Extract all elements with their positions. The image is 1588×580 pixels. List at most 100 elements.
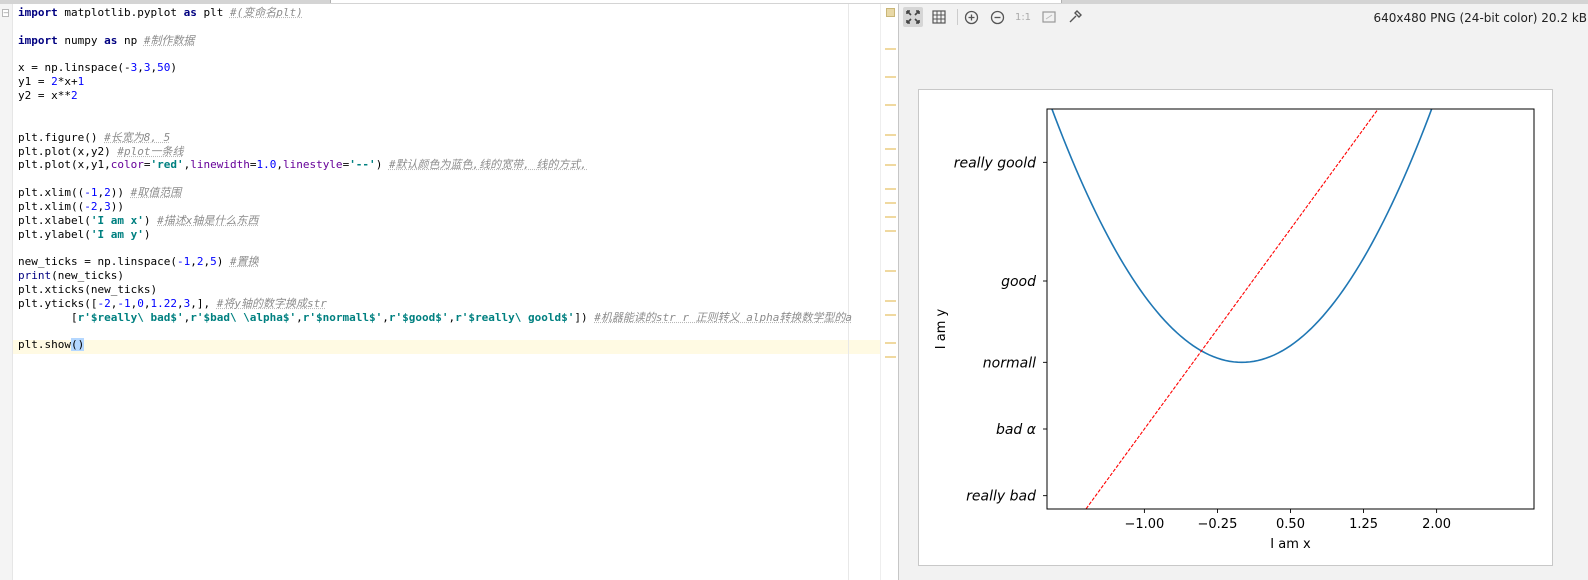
code-token: 0 [137,296,144,310]
code-token: , [97,199,105,213]
fold-marker-icon[interactable]: − [2,9,9,17]
code-token: 3 [183,296,191,310]
code-token: ) [216,255,230,269]
stripe-mark[interactable] [885,300,896,302]
code-token: 50 [157,61,171,75]
code-line[interactable]: plt.xlabel('I am x') #描述x轴是什么东西 [18,214,258,228]
code-token: 3 [130,61,138,75]
stripe-mark[interactable] [885,342,896,344]
code-token: -2 [97,296,111,310]
stripe-mark[interactable] [885,216,896,218]
fit-screen-icon[interactable] [903,7,923,27]
stripe-mark[interactable] [885,104,896,106]
code-token: color [110,158,144,172]
code-token: -1 [176,255,191,269]
axes-frame [1046,108,1535,510]
stripe-mark[interactable] [885,202,896,204]
code-line[interactable]: plt.plot(x,y2) #plot一条线 [18,145,183,159]
zoom-out-icon[interactable] [987,7,1007,27]
x-axis-label: I am x [1270,537,1311,552]
code-token: ) [143,213,158,227]
code-token: plt.xlim(( [18,199,85,213]
code-token: print [18,269,52,283]
code-line[interactable]: plt.figure() #长宽为8, 5 [18,131,170,145]
y-axis-label: I am y [934,308,949,349]
code-token: plt.show [18,338,71,352]
code-line[interactable]: plt.yticks([-2,-1,0,1.22,3,], #将y轴的数字换成s… [18,297,327,311]
code-line[interactable]: plt.xlim((-1,2)) #取值范围 [18,186,181,200]
x-tick-label: 2.00 [1422,517,1451,532]
code-token: plt [196,6,230,19]
code-token: r'$good$' [388,310,449,324]
code-token: plt.plot(x,y2) [18,144,118,158]
code-token: r'$really\ goold$' [455,310,575,324]
stripe-mark[interactable] [885,270,896,272]
code-line[interactable]: [r'$really\ bad$',r'$bad\ \alpha$',r'$no… [18,311,852,325]
code-token: r'$bad\ \alpha$' [190,310,297,324]
code-token: , [176,296,184,310]
code-token: #将y轴的数字换成str [216,296,327,310]
code-token: 1 [77,75,85,89]
stripe-mark[interactable] [885,188,896,190]
code-editor[interactable]: − import matplotlib.pyplot as plt #(变命名p… [0,4,898,580]
code-token: np [117,33,144,47]
stripe-mark[interactable] [885,356,896,358]
x-tick-label: 1.25 [1349,517,1378,532]
code-line[interactable]: x = np.linspace(-3,3,50) [18,61,177,75]
stripe-mark[interactable] [885,148,896,150]
code-line[interactable]: plt.plot(x,y1,color='red',linewidth=1.0,… [18,158,587,172]
stripe-mark[interactable] [885,134,896,136]
stripe-mark[interactable] [885,230,896,232]
code-token: plt.xticks(new_ticks) [18,283,158,296]
code-token: , [448,310,456,324]
code-line[interactable]: plt.xlim((-2,3)) [18,200,124,214]
code-token: , [137,61,144,75]
code-token: , [203,255,211,269]
code-token: 2 [51,75,58,89]
error-stripe[interactable] [880,4,898,580]
code-token: , [130,296,138,310]
grid-icon[interactable] [929,7,949,27]
code-token: plt.figure() [18,130,105,144]
code-token: #plot一条线 [117,144,184,158]
background-icon[interactable] [1039,7,1059,27]
code-token: 2 [104,186,111,200]
stripe-mark[interactable] [885,314,896,316]
stripe-mark[interactable] [885,164,896,166]
code-token: 1.22 [150,296,177,310]
code-line[interactable]: plt.xticks(new_ticks) [18,283,157,297]
code-token: )) [110,199,124,213]
code-token: linewidth [190,158,250,172]
code-line[interactable]: y2 = x**2 [18,89,78,103]
code-token: #置换 [229,255,259,269]
stripe-mark[interactable] [885,76,896,78]
code-line[interactable]: print(new_ticks) [18,269,124,283]
image-info-label: 640x480 PNG (24-bit color) 20.2 kB [1373,11,1587,25]
code-line[interactable]: import matplotlib.pyplot as plt #(变命名plt… [18,6,303,20]
actual-size-icon[interactable]: 1:1 [1014,11,1032,23]
code-line[interactable]: y1 = 2*x+1 [18,75,84,89]
current-line-highlight [13,340,897,354]
code-token: matplotlib.pyplot [57,6,184,19]
code-line[interactable]: plt.show() [18,338,85,352]
code-token: (new_ticks) [51,269,124,283]
code-token: #默认颜色为蓝色,线的宽带, 线的方式, [388,158,588,172]
code-token: x = np.linspace(- [18,61,131,75]
code-token: y1 = [18,75,52,89]
code-line[interactable]: new_ticks = np.linspace(-1,2,5) #置换 [18,255,259,269]
inspection-status-icon[interactable] [886,8,895,17]
x-tick-label: −0.25 [1198,517,1238,532]
code-token: , [296,310,303,324]
active-tab-indicator[interactable] [330,0,1062,3]
code-line[interactable]: plt.ylabel('I am y') [18,228,150,242]
code-line[interactable]: import numpy as np #制作数据 [18,34,194,48]
color-picker-icon[interactable] [1065,7,1085,27]
stripe-mark[interactable] [885,48,896,50]
code-token: ]) [574,310,595,324]
code-token: 1.0 [256,158,277,172]
code-token: , [110,296,118,310]
code-token: r'$really\ bad$' [77,310,184,324]
zoom-in-icon[interactable] [961,7,981,27]
x-tick-label: 0.50 [1276,517,1305,532]
code-token: , [190,255,197,269]
